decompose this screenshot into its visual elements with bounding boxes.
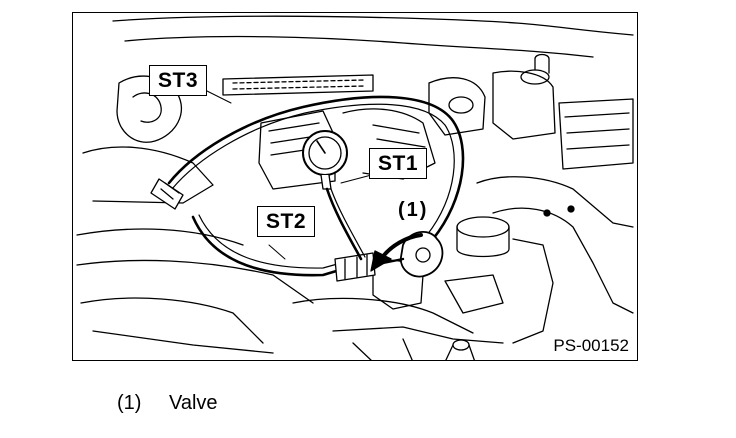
legend-item: (1) Valve (117, 392, 218, 415)
label-st3: ST3 (149, 65, 208, 96)
label-st2: ST2 (257, 206, 316, 237)
legend-item-text: Valve (169, 392, 218, 414)
engine-illustration: ST3 ST1 ST2 (1) PS-00152 (72, 12, 638, 361)
legend-item-number: (1) (117, 392, 142, 414)
engine-bay-drawing (76, 15, 634, 360)
label-st1: ST1 (369, 148, 428, 179)
callout-valve: (1) (395, 199, 432, 222)
legend: (1) Valve (117, 392, 218, 415)
figure-id: PS-00152 (551, 336, 631, 356)
